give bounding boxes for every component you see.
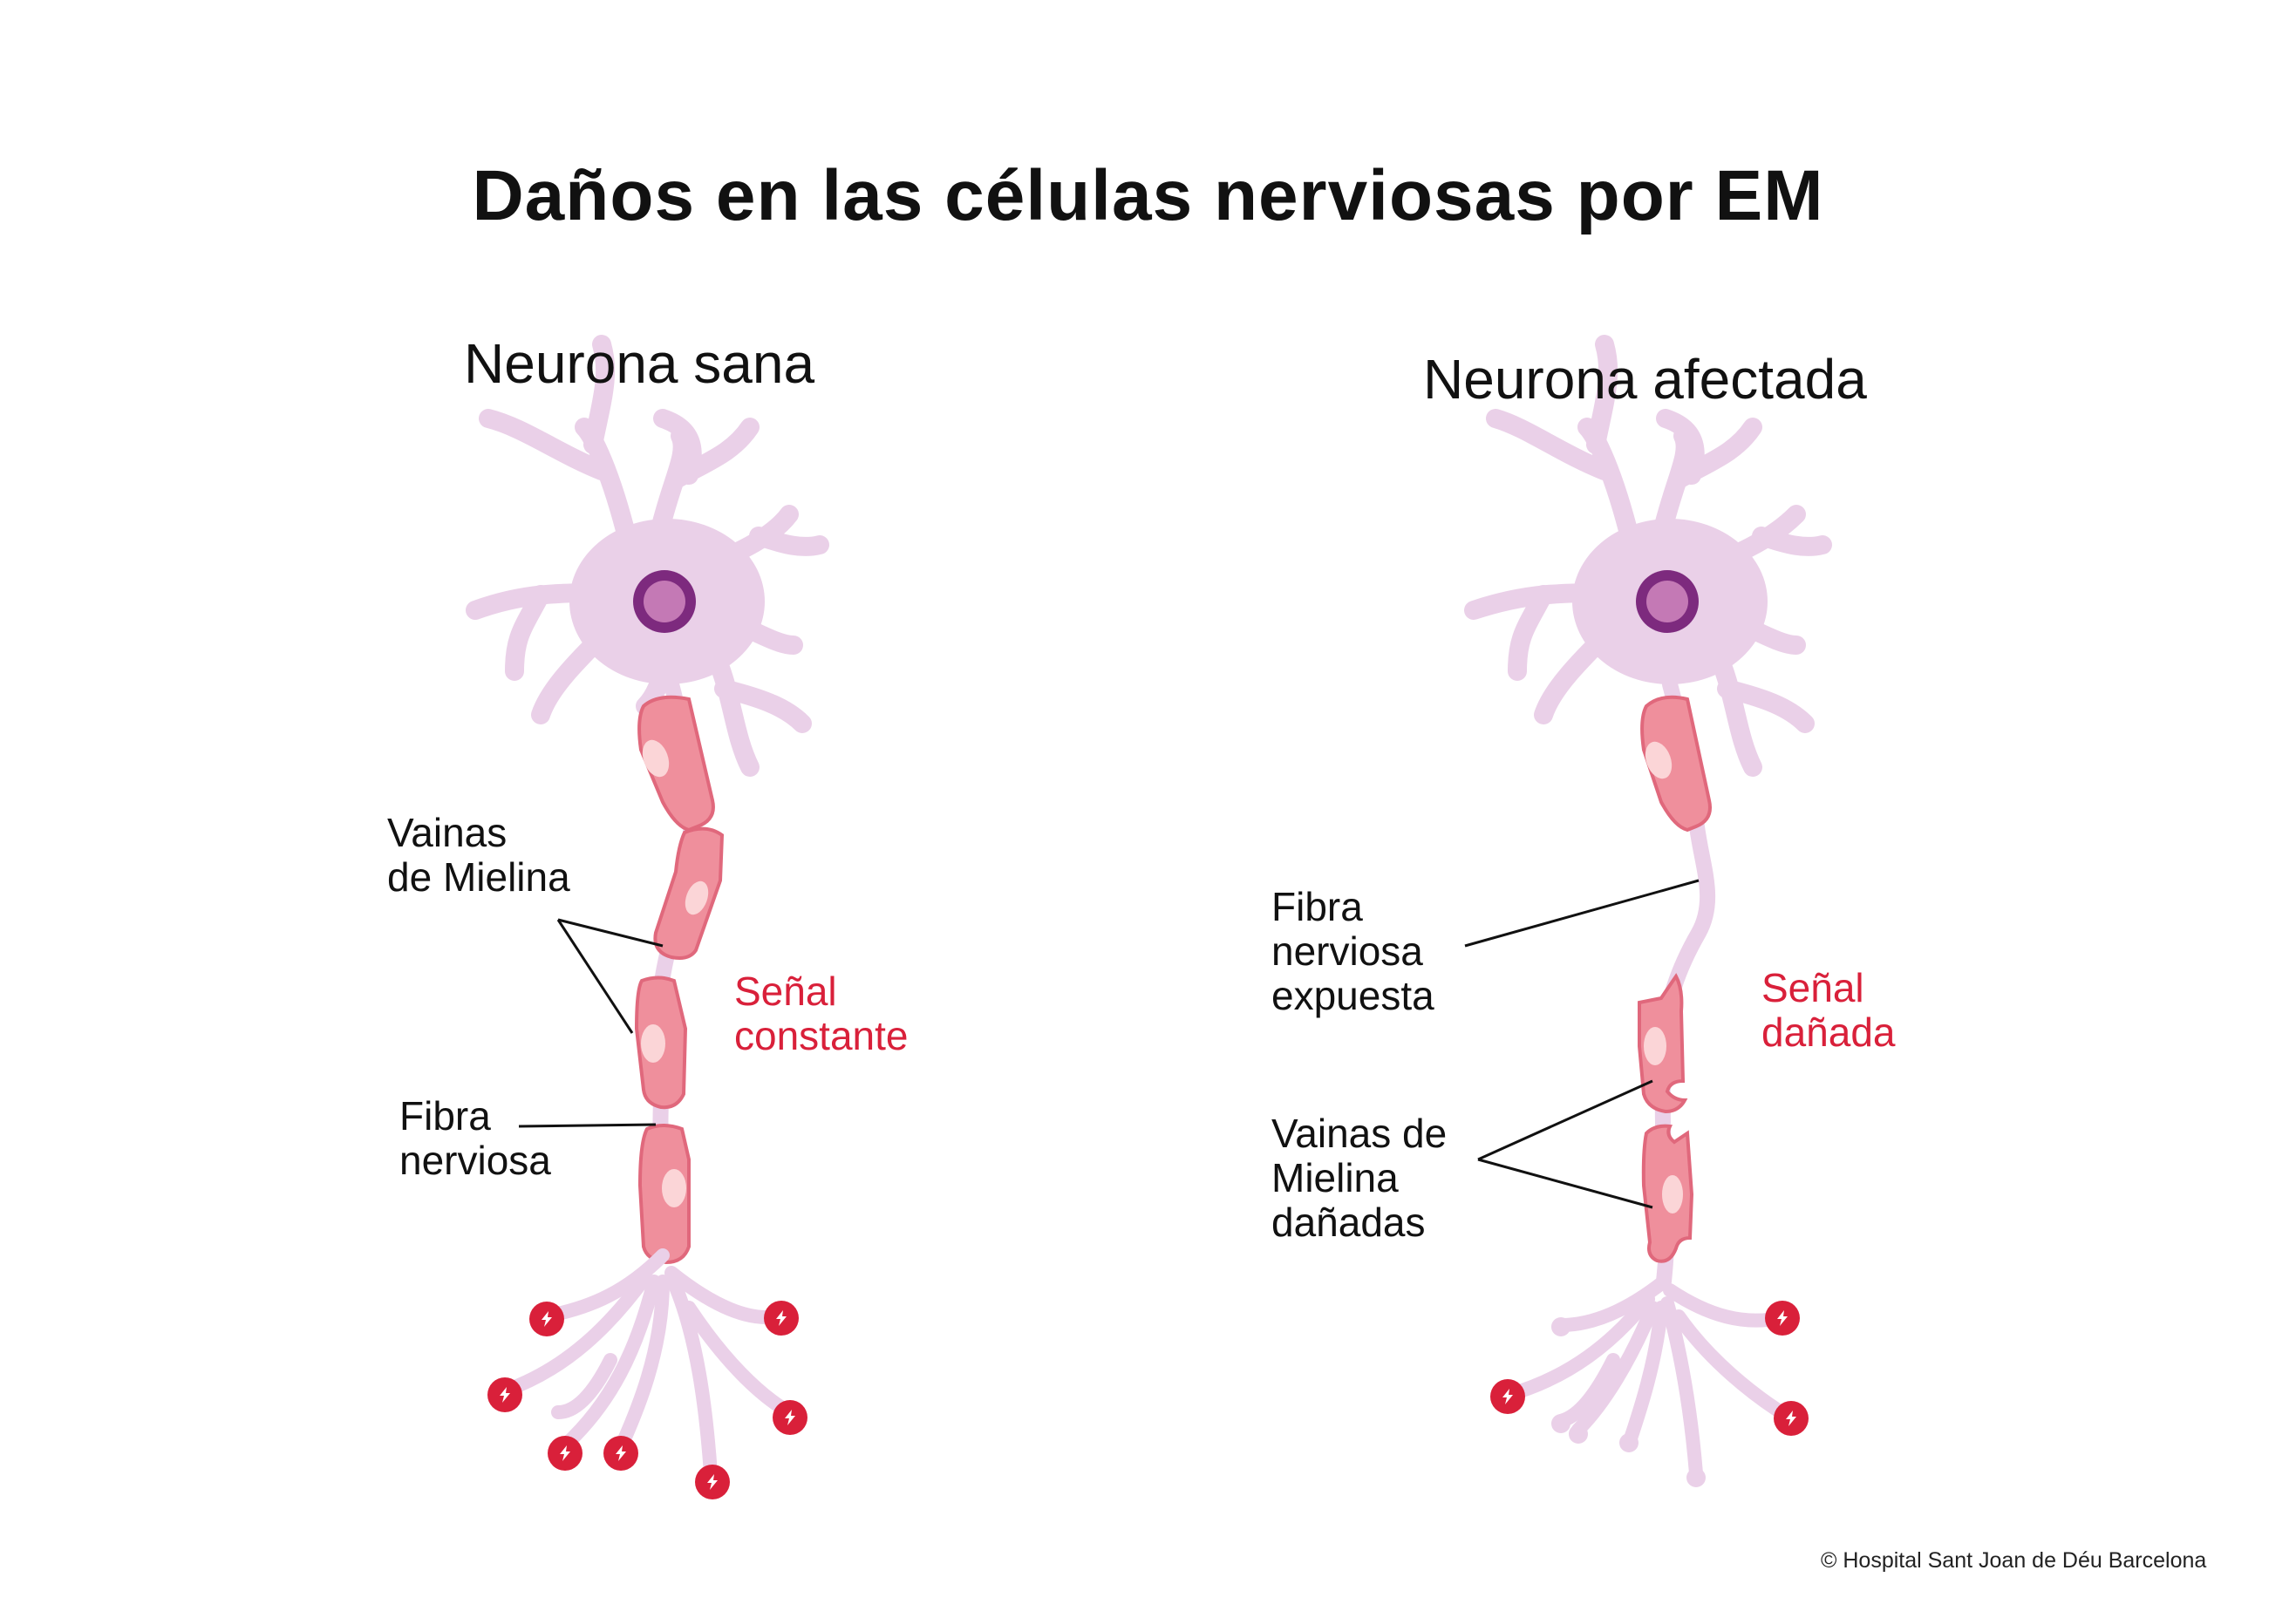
healthy-signal-label: Señal constante — [734, 969, 909, 1058]
healthy-myelin-sheaths — [634, 695, 725, 1265]
healthy-myelin-label: Vainas de Mielina — [387, 810, 570, 900]
signal-dot — [1774, 1401, 1809, 1436]
affected-axon-terminals — [1502, 1275, 1795, 1480]
affected-myelin-sheaths — [1638, 695, 1712, 1263]
signal-dot — [1765, 1301, 1800, 1336]
affected-myelin-sheath-1 — [1640, 695, 1712, 833]
signal-dot — [695, 1465, 730, 1499]
healthy-fiber-label: Fibra nerviosa — [399, 1093, 551, 1183]
signal-dot — [603, 1436, 638, 1471]
diagram-title: Daños en las células nerviosas por EM — [472, 156, 1824, 235]
signal-dot — [548, 1436, 583, 1471]
signal-dot — [529, 1302, 564, 1336]
affected-neuron-heading: Neurona afectada — [1423, 348, 1867, 411]
signal-dot — [764, 1301, 799, 1336]
damaged-signal-dots — [1490, 1301, 1809, 1436]
copyright-credit: © Hospital Sant Joan de Déu Barcelona — [1821, 1548, 2207, 1573]
damaged-myelin-label: Vainas de Mielina dañadas — [1271, 1111, 1448, 1245]
affected-leader-lines — [1464, 879, 1700, 1209]
exposed-fiber-label: Fibra nerviosa expuesta — [1271, 884, 1434, 1018]
healthy-signal-dots — [487, 1301, 807, 1499]
healthy-neuron — [466, 335, 829, 1499]
signal-dot — [1490, 1379, 1525, 1414]
signal-dot — [773, 1400, 807, 1435]
healthy-leader-lines — [518, 918, 664, 1128]
affected-terminal-stubs — [1551, 1317, 1706, 1487]
healthy-axon-terminals — [499, 1248, 796, 1480]
affected-neuron — [1464, 335, 1832, 1487]
healthy-neuron-heading: Neurona sana — [464, 332, 815, 395]
damaged-signal-label: Señal dañada — [1761, 965, 1896, 1055]
signal-dot — [487, 1377, 522, 1412]
